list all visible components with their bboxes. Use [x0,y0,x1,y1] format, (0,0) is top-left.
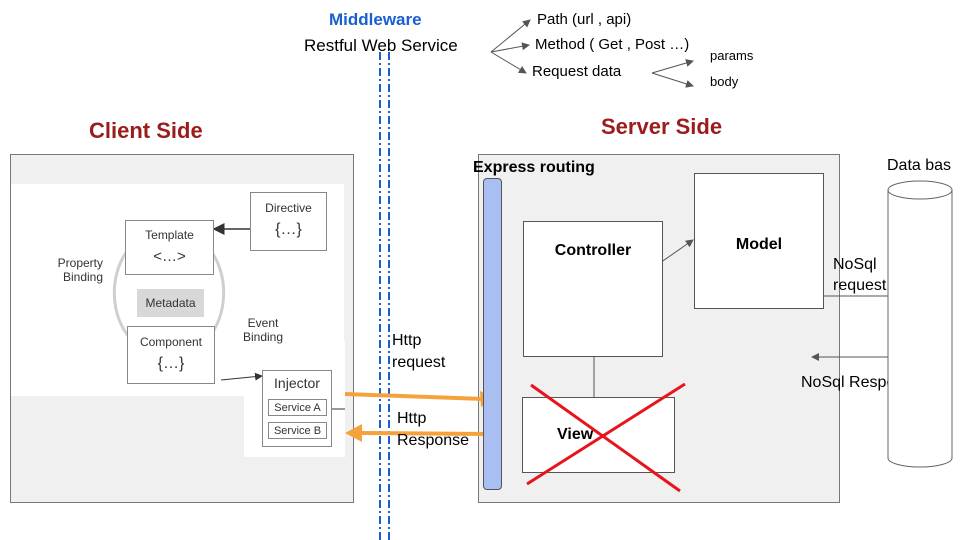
http-response-label: Http Response [397,410,470,449]
service-a-box: Service A [268,399,327,416]
template-symbol: <…> [153,248,186,265]
event-binding-label: Event Binding [242,316,284,344]
express-routing-label: Express routing [473,159,595,176]
component-symbol: {…} [157,355,185,372]
controller-box: Controller [523,221,663,357]
component-label: Component [139,335,203,349]
model-box: Model [694,173,824,309]
property-binding-label: Property Binding [57,256,103,284]
middleware-label: Middleware [329,10,422,29]
http-request-arrow [344,392,485,401]
injector-box: Injector Service A Service B [262,370,332,447]
model-label: Model [735,236,783,253]
component-box: Component {…} [127,326,215,384]
branch-path: Path (url , api) [537,11,632,28]
branch-body: body [710,74,739,89]
view-cross-line-2 [526,382,686,486]
client-side-header: Client Side [89,118,203,143]
database-label: Data bas [887,157,952,174]
service-b-box: Service B [268,422,327,439]
view-box: View [522,397,675,473]
nosql-request-label: NoSql request [833,256,887,294]
branch-method: Method ( Get , Post …) [535,36,690,53]
template-label: Template [145,228,194,242]
directive-box: Directive {…} [250,192,327,251]
http-request-label: Http request [392,332,446,371]
restful-label: Restful Web Service [304,36,458,55]
express-routing-bar [483,178,502,490]
controller-label: Controller [554,242,632,259]
http-response-arrow [361,431,487,436]
branch-params: params [710,48,754,63]
injector-label: Injector [274,375,320,391]
directive-label: Directive [265,201,312,215]
metadata-box: Metadata [137,289,204,317]
directive-symbol: {…} [275,221,302,238]
view-label: View [557,426,594,443]
view-cross-line-1 [530,383,681,493]
branch-request-data: Request data [532,63,622,80]
template-box: Template <…> [125,220,214,275]
server-side-header: Server Side [601,114,723,139]
